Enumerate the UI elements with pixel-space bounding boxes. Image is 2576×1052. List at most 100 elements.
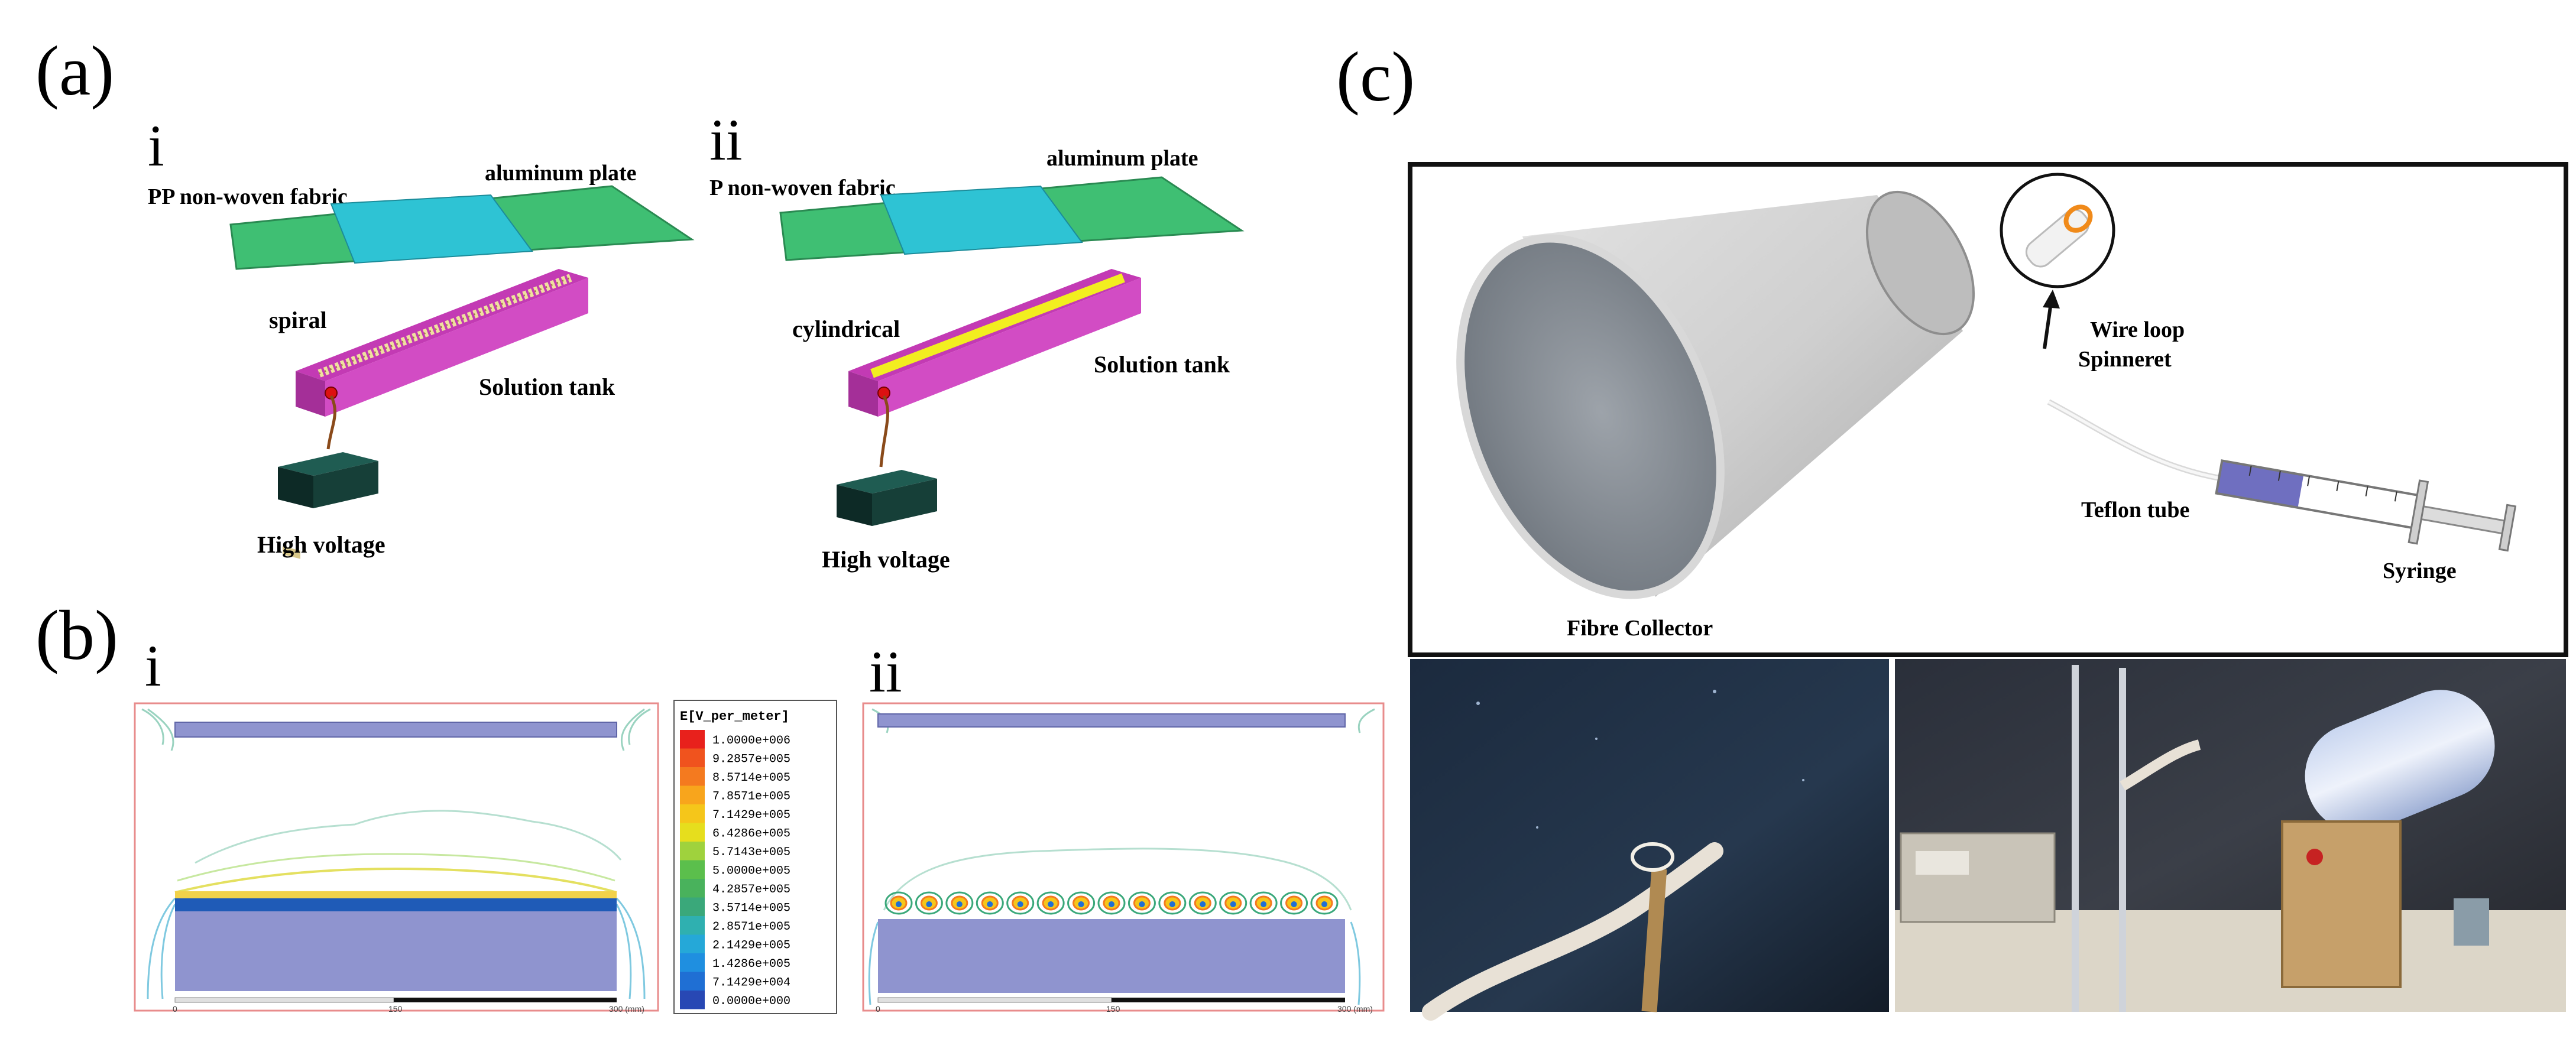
electrode-wire (987, 901, 993, 907)
panel-b-i-simulation: 0 150 300 (mm) (134, 702, 659, 1014)
legend-swatches: 1.0000e+0069.2857e+0058.5714e+0057.8571e… (680, 730, 790, 1009)
panel-a-ii-power-label: High voltage (822, 546, 950, 573)
syringe (2215, 459, 2517, 552)
legend-swatch (680, 785, 705, 804)
sim-i-contour-upper (195, 810, 622, 864)
teflon-tube-label: Teflon tube (2081, 498, 2189, 522)
panel-a-i-power-label: High voltage (257, 531, 385, 558)
sim-ii-scalebar-dark (1112, 998, 1345, 1002)
electrode-wire (1230, 901, 1236, 907)
wire-loop (2063, 204, 2093, 233)
sim-i-scale-300: 300 (mm) (609, 1004, 644, 1014)
aluminum-plate-ii (880, 185, 1083, 255)
legend-swatch (680, 767, 705, 786)
legend-swatch (680, 934, 705, 953)
legend-swatch (680, 842, 705, 861)
sim-i-contour-top-right (620, 708, 651, 751)
electrode-field-halo (976, 891, 1004, 915)
legend-value: 5.7143e+005 (712, 846, 790, 859)
legend-value: 2.1429e+005 (712, 939, 790, 952)
photo-right-stand (2281, 820, 2402, 988)
cylindrical-electrode (870, 273, 1125, 378)
legend-value: 4.2857e+005 (712, 883, 790, 897)
panel-b-label: (b) (35, 596, 118, 674)
panel-b-i-numeral: i (145, 633, 161, 699)
legend-value: 7.1429e+004 (712, 976, 790, 989)
legend-value: 5.0000e+005 (712, 864, 790, 878)
electrode-field-halo (1097, 891, 1126, 915)
syringe-flange (2407, 479, 2429, 545)
hv-box-top (278, 452, 378, 476)
photo-left-wire-loop (1631, 842, 1674, 872)
panel-a-i-electrode-label: spiral (269, 307, 327, 333)
aluminum-plate (330, 194, 533, 264)
sim-i-tank (175, 911, 617, 991)
photo-right-tube (2120, 739, 2201, 791)
electrode-field-halo (884, 891, 913, 915)
legend-value: 6.4286e+005 (712, 827, 790, 840)
sim-i-scalebar-dark (394, 998, 617, 1002)
collector-label: Fibre Collector (1567, 616, 1713, 641)
electrode-field-halo (1249, 891, 1278, 915)
electrode-field-halo (1067, 891, 1096, 915)
panel-a-i-tank-label: Solution tank (479, 374, 615, 400)
legend-swatch (680, 804, 705, 823)
drum-opening (1456, 234, 1725, 599)
electrode-wire (1169, 901, 1175, 907)
solution-tank-front (296, 371, 325, 417)
sim-i-contour-side-left (147, 897, 176, 999)
electrode-field-halo (1006, 891, 1035, 915)
legend-value: 7.8571e+005 (712, 790, 790, 803)
inset-tube (2025, 209, 2090, 268)
legend-value: 1.0000e+006 (712, 734, 790, 748)
panel-a-i-plate-label: aluminum plate (485, 161, 637, 186)
legend-value: 3.5714e+005 (712, 901, 790, 915)
solution-tank-ii-side (878, 278, 1141, 417)
sim-i-scale-0: 0 (173, 1004, 177, 1014)
legend-swatch (680, 991, 705, 1009)
sim-i-scale-150: 150 (388, 1004, 403, 1014)
panel-a-ii-tank-label: Solution tank (1094, 351, 1230, 378)
legend-value: 7.1429e+005 (712, 809, 790, 822)
sim-ii-scalebar-light (877, 997, 1112, 1003)
legend-swatch (680, 730, 705, 749)
panel-c-schematic: Fibre Collector Wire loop Spinneret Te (1408, 162, 2568, 657)
panel-b-ii-numeral: ii (869, 639, 902, 704)
sim-ii-tank (878, 919, 1345, 993)
electrode-field-halo (1158, 891, 1187, 915)
spinneret-arrowhead (2043, 290, 2060, 309)
panel-a-ii-diagram: ii P non-woven fabric aluminum plate cyl… (709, 107, 1245, 573)
sim-ii-scale-300: 300 (mm) (1337, 1004, 1373, 1014)
electrode-wire (1017, 901, 1023, 907)
sim-i-contour-side-right (615, 897, 646, 999)
legend-swatch (680, 823, 705, 842)
electrode-field-halo (1127, 891, 1156, 915)
hv-wire (326, 395, 336, 450)
electrode-field-halo (1036, 891, 1065, 915)
solution-tank-side (325, 278, 588, 417)
sim-ii-scale-150: 150 (1106, 1004, 1120, 1014)
legend-value: 9.2857e+005 (712, 752, 790, 766)
legend-swatch (680, 748, 705, 767)
panel-a-i-fabric-label: PP non-woven fabric (148, 184, 348, 209)
sim-i-electrode-glow (175, 891, 617, 898)
sim-i-contour-mid (177, 853, 615, 882)
hv-ii-box-side (872, 479, 937, 526)
electrode-field-halo (1219, 891, 1248, 915)
legend-swatch (680, 916, 705, 935)
setup-photo (1895, 659, 2566, 1012)
syringe-barrel-fluid (2216, 460, 2304, 508)
hv-ii-box-front (837, 485, 872, 526)
sim-ii-scale-0: 0 (876, 1004, 880, 1014)
electrode-field-halo (1280, 891, 1308, 915)
legend-swatch (680, 860, 705, 879)
panel-c-label: (c) (1336, 37, 1415, 116)
panel-a-label: (a) (35, 31, 114, 110)
hv-ii-wire (879, 395, 889, 467)
legend-value: 2.8571e+005 (712, 920, 790, 934)
panel-a-i-diagram: i PP non-woven fabric aluminum plate spi… (148, 113, 695, 559)
sim-i-electrode (175, 898, 617, 911)
photo-right-roll (2305, 690, 2495, 833)
electrode-field-halo (915, 891, 943, 915)
